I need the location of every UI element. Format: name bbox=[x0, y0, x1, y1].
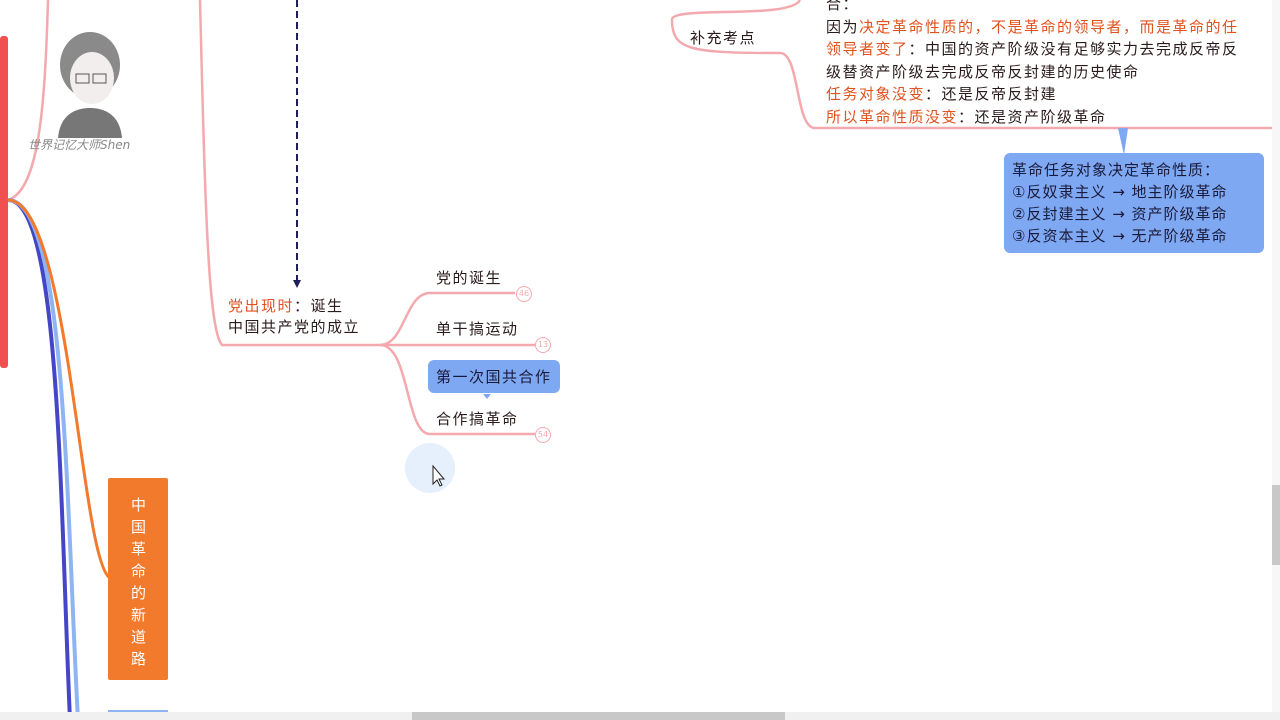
branch-badge-2[interactable]: 13 bbox=[535, 337, 551, 353]
supplement-line: 所以革命性质没变：还是资产阶级革命 bbox=[826, 106, 1239, 129]
line-text: ：中国的资产阶级没有足够实力去完成反帝反 bbox=[908, 40, 1239, 58]
branch-node-4[interactable]: 合作搞革命 bbox=[436, 410, 519, 428]
mouse-cursor-icon bbox=[432, 464, 446, 487]
line-text: ：还是资产阶级革命 bbox=[958, 107, 1107, 126]
branch-badge-4[interactable]: 54 bbox=[535, 427, 551, 443]
line-text: 级替资产阶级去完成反帝反封建的历史使命 bbox=[826, 62, 1140, 81]
topic-title-sep: ：诞生 bbox=[294, 297, 344, 315]
callout-note[interactable]: 革命任务对象决定革命性质： ①反奴隶主义 → 地主阶级革命 ②反封建主义 → 资… bbox=[1004, 153, 1264, 253]
supplement-line: 因为决定革命性质的，不是革命的领导者，而是革命的任 bbox=[826, 16, 1239, 39]
branch-badge-1[interactable]: 46 bbox=[516, 286, 532, 302]
line-text: 因为 bbox=[826, 17, 860, 36]
supplement-line: 级替资产阶级去完成反帝反封建的历史使命 bbox=[826, 61, 1239, 84]
avatar-icon bbox=[58, 32, 122, 138]
branch-node-1[interactable]: 党的诞生 bbox=[436, 269, 503, 287]
vertical-scrollbar-thumb[interactable] bbox=[1272, 485, 1280, 565]
line-text: ：还是反帝反封建 bbox=[925, 85, 1058, 103]
branch-node-highlighted[interactable]: 第一次国共合作 bbox=[428, 360, 560, 393]
callout-line: ②反封建主义 → 资产阶级革命 bbox=[1012, 205, 1228, 223]
supplement-label[interactable]: 补充考点 bbox=[690, 29, 757, 47]
vertical-node[interactable]: 中国革命的新道路 bbox=[108, 478, 168, 680]
callout-line: ③反资本主义 → 无产阶级革命 bbox=[1012, 227, 1228, 245]
horizontal-scrollbar[interactable] bbox=[0, 712, 1280, 720]
supplement-line: 合： bbox=[826, 0, 1239, 16]
line-text-red: 决定革命性质的，不是革命的领导者，而是革命的任 bbox=[859, 17, 1239, 36]
vertical-scrollbar[interactable] bbox=[1272, 0, 1280, 712]
topic-node[interactable]: 党出现时：诞生 中国共产党的成立 bbox=[228, 296, 360, 338]
supplement-line: 任务对象没变：还是反帝反封建 bbox=[826, 83, 1239, 106]
line-text-red: 任务对象没变 bbox=[826, 85, 926, 103]
branch-node-2[interactable]: 单干搞运动 bbox=[436, 320, 519, 338]
watermark-caption: 世界记忆大师Shen bbox=[28, 138, 131, 152]
topic-title-red: 党出现时 bbox=[228, 297, 295, 315]
side-bar bbox=[0, 36, 8, 368]
avatar-watermark bbox=[50, 20, 130, 138]
horizontal-scrollbar-thumb[interactable] bbox=[412, 712, 785, 720]
line-text-red: 所以革命性质没变 bbox=[826, 107, 959, 126]
supplement-text: 合： 因为决定革命性质的，不是革命的领导者，而是革命的任 领导者变了：中国的资产… bbox=[826, 0, 1239, 128]
line-text: 合： bbox=[826, 0, 860, 13]
topic-title-line2: 中国共产党的成立 bbox=[228, 318, 361, 336]
callout-line: ①反奴隶主义 → 地主阶级革命 bbox=[1012, 183, 1228, 201]
line-text-red: 领导者变了 bbox=[826, 40, 909, 58]
supplement-line: 领导者变了：中国的资产阶级没有足够实力去完成反帝反 bbox=[826, 38, 1239, 61]
callout-line: 革命任务对象决定革命性质： bbox=[1012, 161, 1221, 179]
